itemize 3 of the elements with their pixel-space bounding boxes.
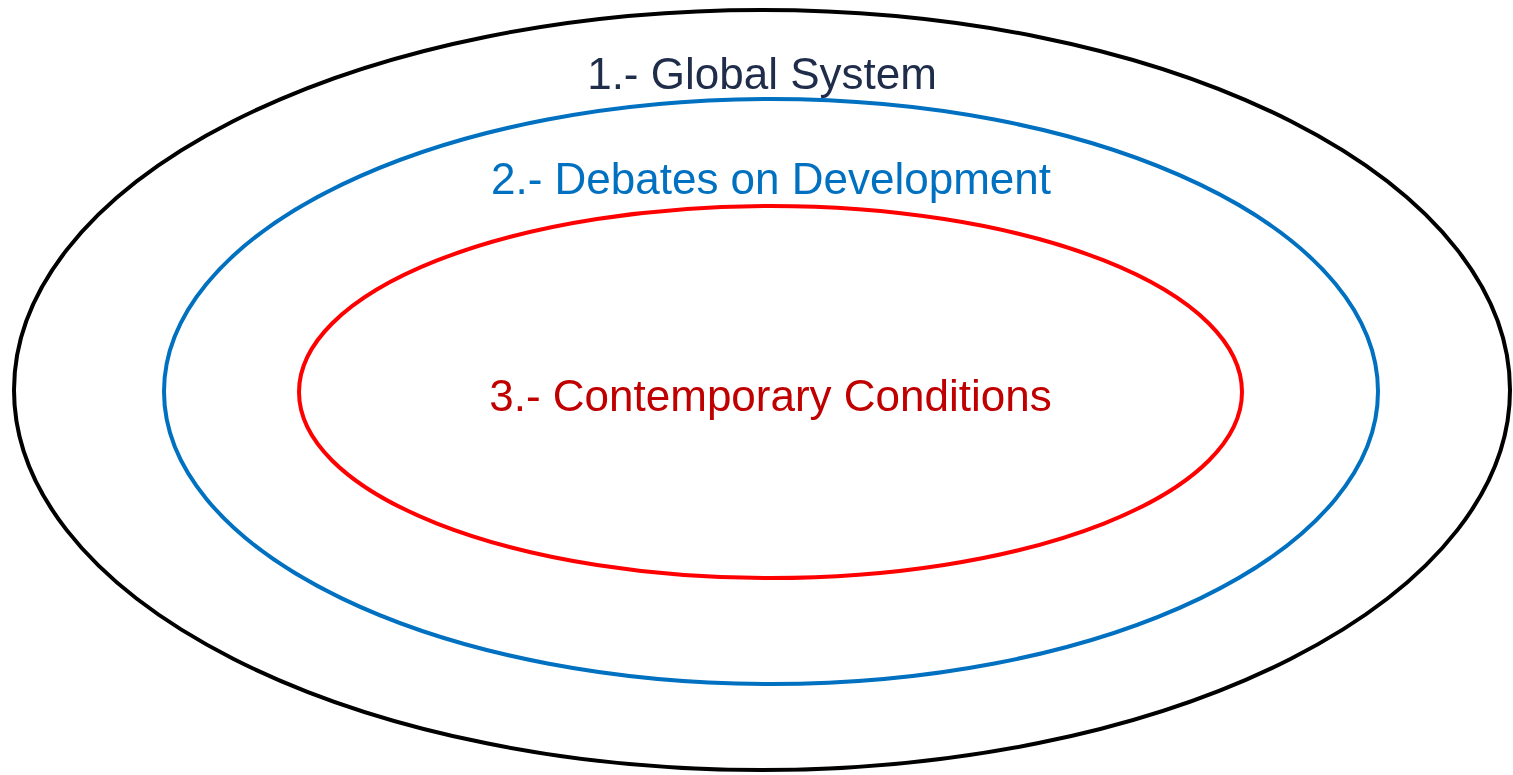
- ellipse-label: 3.- Contemporary Conditions: [489, 374, 1052, 418]
- ellipse-label: 2.- Debates on Development: [490, 157, 1052, 201]
- ellipse-label: 1.- Global System: [587, 52, 937, 96]
